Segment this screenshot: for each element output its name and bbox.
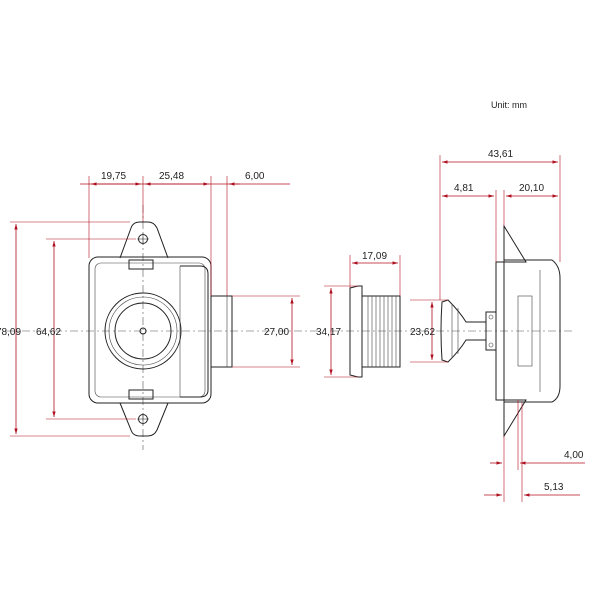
dim-64-62-label: 64,62 (36, 327, 61, 338)
dimension-27-00: 27,00 (232, 295, 300, 368)
thread-lines (367, 296, 397, 367)
front-view-lock-body (6, 205, 320, 450)
dim-19-75-label: 19,75 (101, 171, 126, 182)
side-housing (503, 259, 561, 403)
dim-4-00-label: 4,00 (564, 450, 584, 461)
ring-flange (349, 285, 363, 378)
push-button-rim (104, 292, 182, 370)
dimension-top-chain: 19,75 25,48 6,00 (80, 171, 290, 296)
dim-23-62-label: 23,62 (410, 327, 435, 338)
latch-housing (180, 265, 209, 398)
dimension-78-09: 78,09 (0, 221, 130, 437)
top-mounting-ear (119, 221, 169, 259)
push-button-face (114, 302, 172, 360)
dim-17-09-label: 17,09 (362, 251, 387, 262)
lock-body-outline (88, 256, 212, 404)
dimension-17-09: 17,09 (349, 251, 401, 296)
top-tab (128, 259, 154, 270)
dim-25-48-label: 25,48 (159, 171, 184, 182)
dimension-4-00: 4,00 (490, 400, 585, 470)
bottom-tab (128, 389, 154, 400)
dimension-23-62: 23,62 (410, 299, 448, 363)
threaded-ring (330, 285, 420, 378)
dim-4-81-label: 4,81 (454, 183, 474, 194)
dimension-34-17: 34,17 (316, 285, 358, 378)
side-slot (517, 295, 533, 367)
button-center-dot (139, 327, 147, 335)
dimension-43-61: 43,61 (439, 149, 561, 300)
dim-43-61-label: 43,61 (488, 149, 513, 160)
dim-27-00-label: 27,00 (264, 327, 289, 338)
dimension-side-chain: 4,81 20,10 (442, 183, 558, 262)
dim-78-09-label: 78,09 (0, 327, 21, 338)
dim-34-17-label: 34,17 (316, 327, 341, 338)
dim-6-00-label: 6,00 (245, 171, 265, 182)
side-view-lock (420, 224, 575, 438)
bottom-flange-tip (503, 399, 527, 438)
top-flange-tip (503, 224, 527, 263)
bottom-mounting-ear (119, 402, 169, 437)
unit-label: Unit: mm (491, 100, 527, 110)
latch-bolt (210, 295, 233, 368)
dim-20-10-label: 20,10 (519, 183, 544, 194)
dimension-5-13: 5,13 (484, 402, 580, 502)
dimension-64-62: 64,62 (36, 238, 136, 420)
dim-5-13-label: 5,13 (544, 482, 564, 493)
ring-threaded-body (361, 295, 401, 368)
